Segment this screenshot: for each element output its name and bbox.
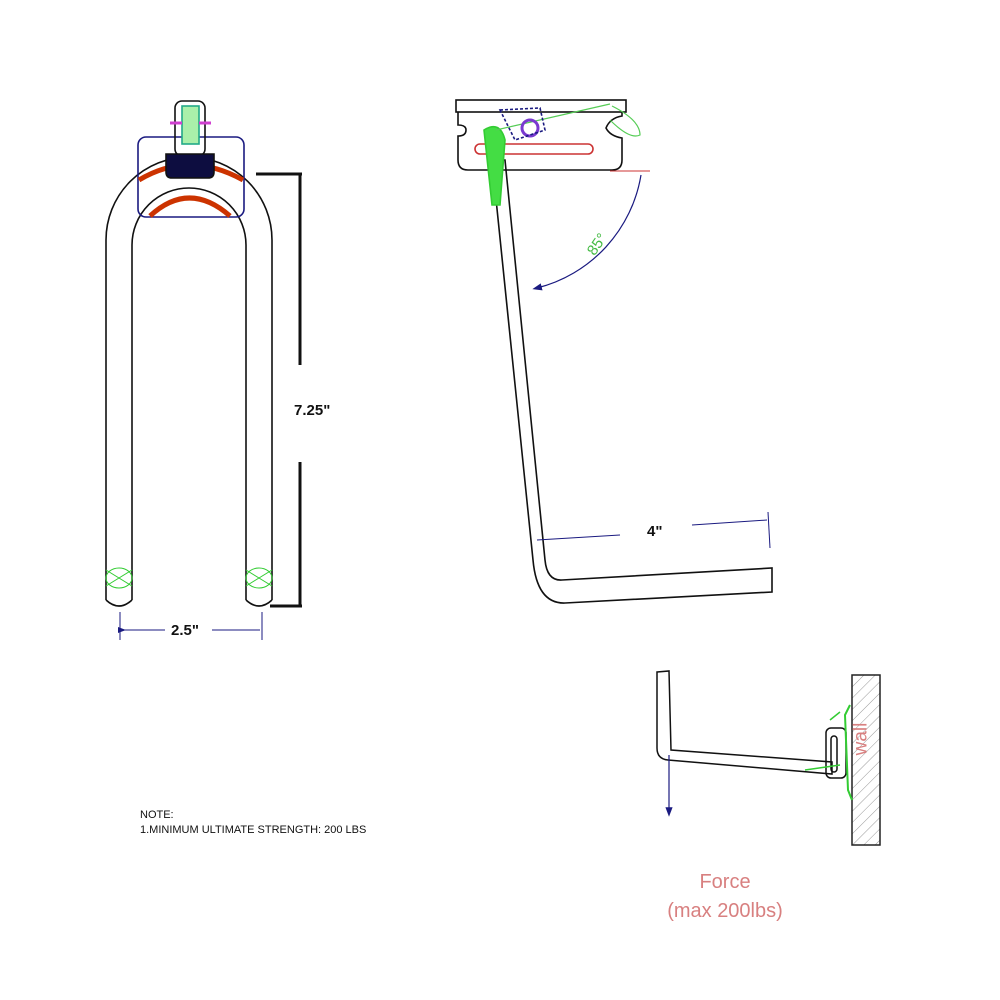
hidden-outline	[498, 107, 546, 141]
plate-top	[455, 99, 627, 113]
front-view	[105, 100, 273, 607]
wall-mount-latch	[804, 711, 841, 771]
side-rod	[491, 159, 773, 604]
wall-mount-plate	[843, 704, 853, 801]
latch	[483, 125, 506, 206]
force-label: Force	[699, 871, 751, 893]
leg-end-markers	[105, 567, 273, 589]
note-title: NOTE:	[140, 809, 174, 821]
side-view	[455, 99, 773, 604]
leg-end-caps	[105, 599, 273, 607]
spring-wire	[495, 103, 641, 137]
bracket-clip-insert	[181, 105, 200, 145]
wall-view	[656, 670, 881, 846]
plate-body	[457, 112, 623, 171]
wall-label: wall	[850, 722, 872, 756]
force-max-label: (max 200lbs)	[667, 900, 783, 922]
pivot-pin	[520, 118, 540, 138]
note-line-1: 1.MINIMUM ULTIMATE STRENGTH: 200 LBS	[140, 824, 367, 836]
angle-arc	[532, 174, 642, 291]
dimension-width	[118, 612, 263, 640]
u-hook-inner	[131, 187, 247, 600]
dimension-height	[256, 172, 302, 608]
plate-slot	[474, 143, 594, 155]
wall-bracket-slot	[830, 735, 838, 773]
height-dimension-label: 7.25"	[294, 402, 331, 419]
u-hook-outer	[105, 156, 273, 600]
dimension-length	[536, 511, 771, 549]
length-dimension-label: 4"	[647, 523, 663, 540]
bracket-clamp	[165, 153, 215, 179]
wall	[851, 674, 881, 846]
bracket-inner-curve	[148, 195, 232, 218]
width-dimension-label: 2.5"	[171, 622, 199, 639]
wall-hook	[656, 670, 833, 775]
